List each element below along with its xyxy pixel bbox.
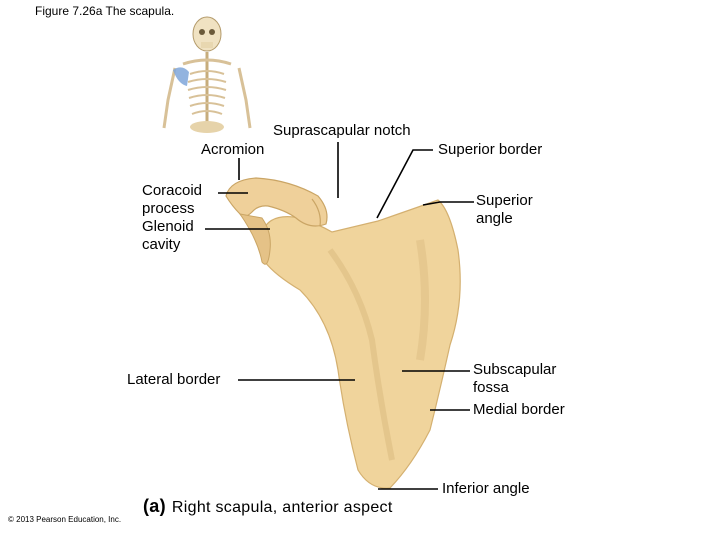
label-medial-border: Medial border	[473, 401, 565, 418]
scapula-bone	[225, 177, 461, 489]
caption-letter: (a)	[143, 496, 166, 516]
copyright-notice: © 2013 Pearson Education, Inc.	[8, 515, 122, 524]
label-superior-border: Superior border	[438, 141, 543, 158]
label-lateral-border: Lateral border	[127, 371, 221, 388]
label-inferior-angle: Inferior angle	[442, 480, 530, 497]
label-coracoid-process: Coracoid process	[142, 182, 203, 217]
label-glenoid-cavity: Glenoid cavity	[142, 218, 194, 253]
figure-caption: (a) Right scapula, anterior aspect	[143, 496, 393, 517]
caption-text: Right scapula, anterior aspect	[171, 499, 393, 516]
figure-title: Figure 7.26a The scapula.	[35, 4, 175, 18]
label-acromion: Acromion	[201, 141, 265, 158]
label-superior-angle: Superior angle	[476, 192, 533, 227]
skeleton-thumbnail	[162, 16, 252, 133]
label-subscapular-fossa: Subscapular fossa	[473, 361, 557, 396]
label-suprascapular-notch: Suprascapular notch	[273, 122, 411, 139]
leader-lines	[205, 142, 474, 490]
